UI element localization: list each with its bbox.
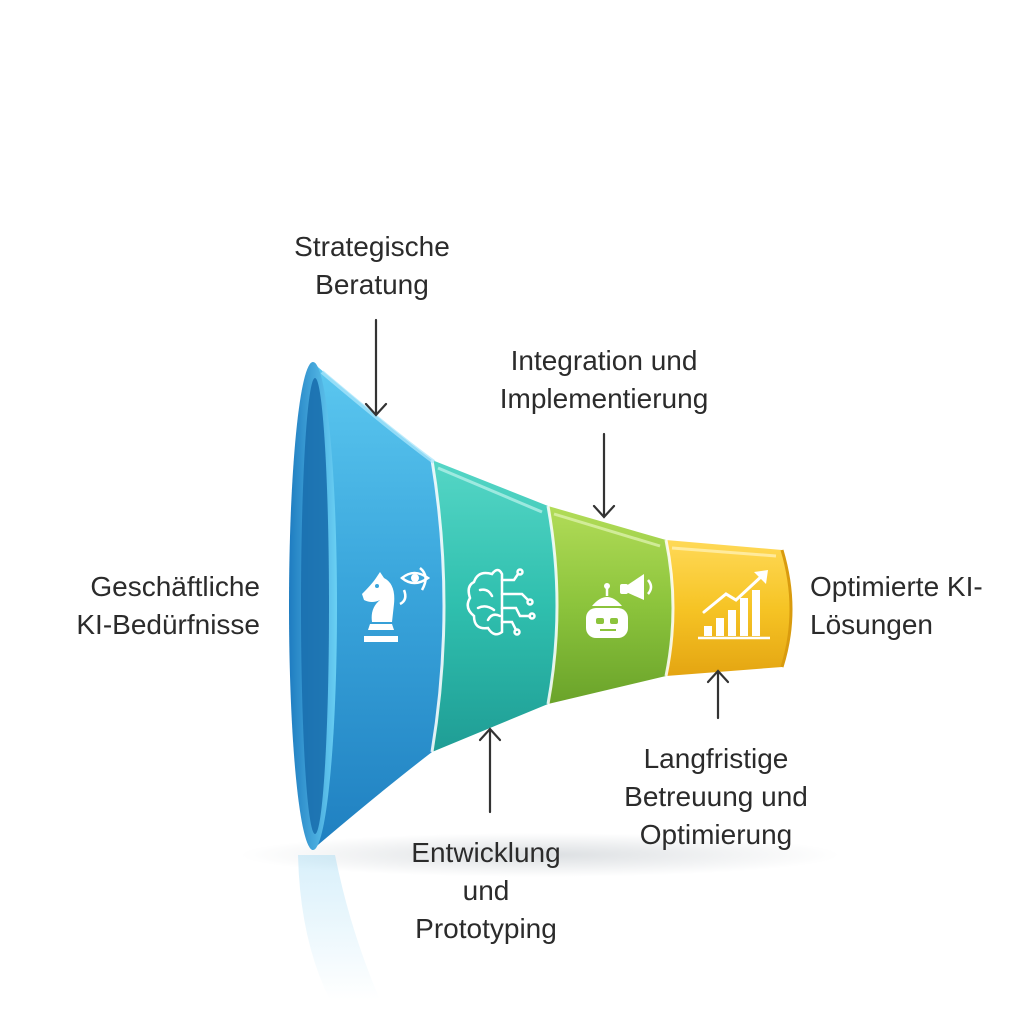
growth-chart-icon (698, 570, 770, 640)
label-line: Implementierung (499, 383, 709, 414)
funnel-reflection (298, 855, 380, 1000)
label-geschaeftliche-ki-beduerfnisse: Geschäftliche KI-Bedürfnisse (40, 568, 260, 644)
label-integration-implementierung: Integration und Implementierung (474, 342, 734, 418)
funnel-segment-4 (666, 540, 791, 676)
label-line: Langfristige (643, 743, 789, 774)
ground-shadow (240, 833, 840, 877)
robot-megaphone-icon (586, 574, 653, 638)
arrow-stage3 (592, 432, 616, 519)
label-line: Geschäftliche (90, 571, 260, 602)
label-entwicklung-prototyping: Entwicklung und Prototyping (386, 834, 586, 948)
label-strategische-beratung: Strategische Beratung (262, 228, 482, 304)
label-line: Optimierung (639, 819, 793, 850)
label-line: Betreuung und (624, 781, 808, 812)
label-line: Beratung (315, 269, 429, 300)
label-line: Entwicklung (411, 837, 561, 868)
chess-knight-eye-icon (362, 567, 431, 642)
label-line: Prototyping (415, 913, 557, 944)
funnel-segment-2 (432, 460, 557, 752)
arrow-stage2 (478, 727, 502, 814)
label-line: KI-Bedürfnisse (76, 609, 260, 640)
label-langfristige-betreuung: Langfristige Betreuung und Optimierung (602, 740, 830, 854)
arrow-stage1 (364, 318, 388, 417)
label-line: und (462, 875, 510, 906)
arrow-stage4 (706, 669, 730, 720)
label-line: Optimierte KI- (810, 571, 983, 602)
label-line: Lösungen (810, 609, 934, 640)
brain-circuit-icon (466, 568, 536, 636)
label-line: Strategische (294, 231, 450, 262)
label-optimierte-ki-loesungen: Optimierte KI- Lösungen (810, 568, 1015, 644)
funnel-mouth-inner (301, 378, 329, 834)
label-line: Integration und (510, 345, 698, 376)
